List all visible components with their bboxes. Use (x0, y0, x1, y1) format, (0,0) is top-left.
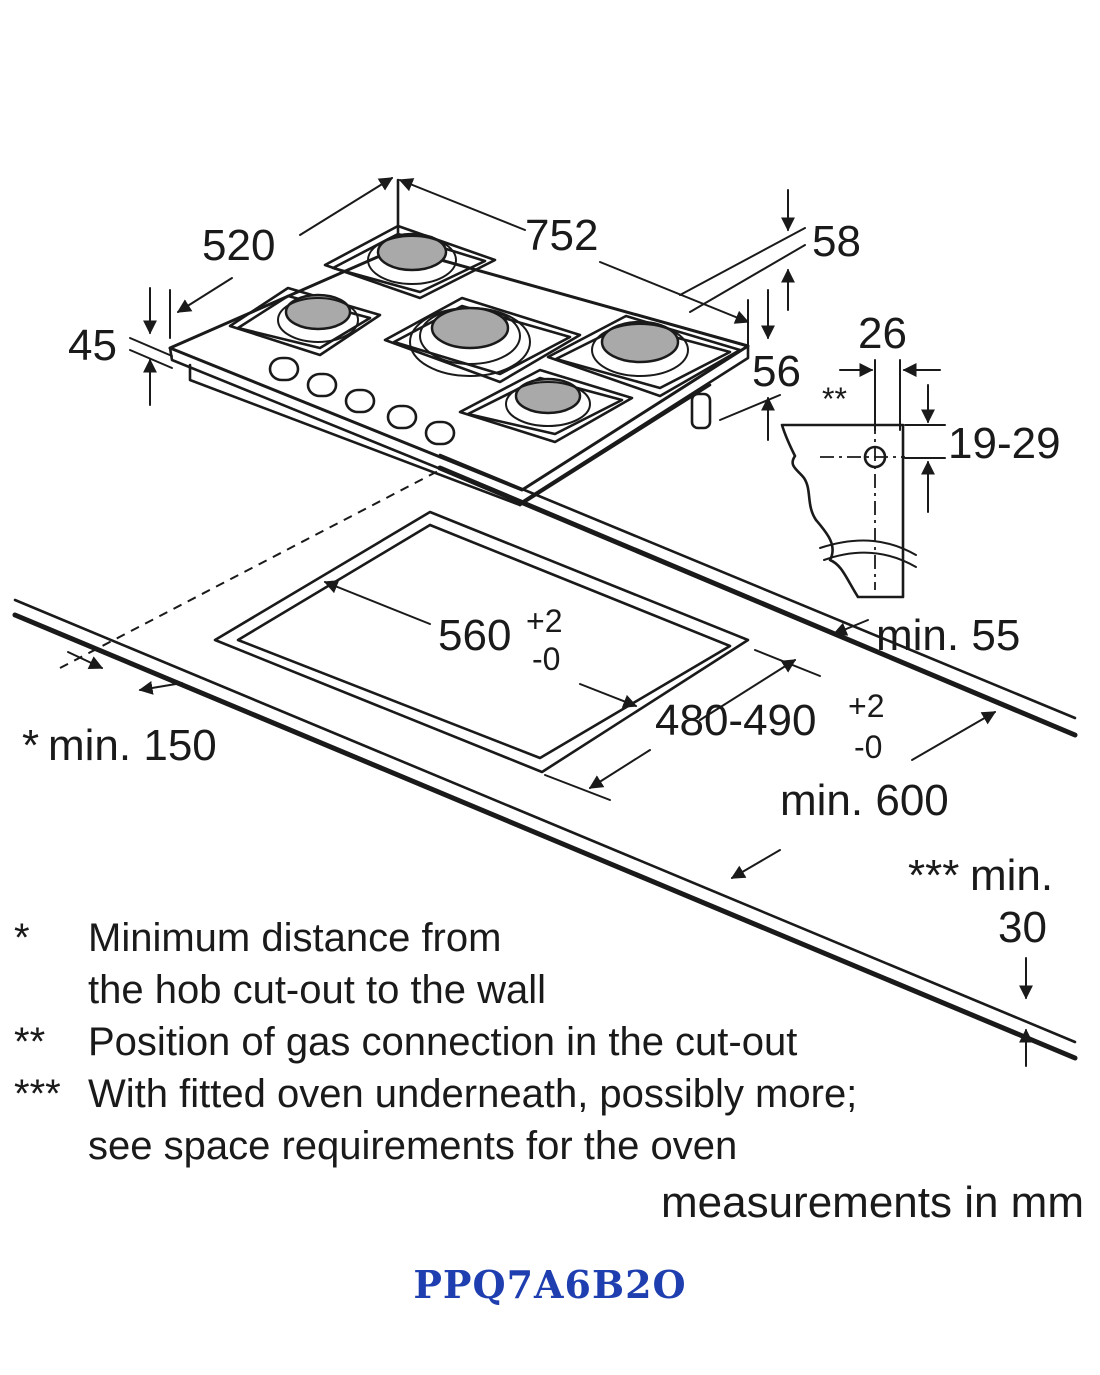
footnote-1: * Minimum distance from the hob cut-out … (14, 912, 1094, 1016)
dim-min30-label-a: min. (970, 851, 1053, 900)
footnote-3-line-2: see space requirements for the oven (88, 1124, 738, 1168)
burner-centre-wok (430, 306, 510, 350)
footnote-2-line-1: Position of gas connection in the cut-ou… (88, 1020, 798, 1064)
dim-480-490-label: 480-490 (655, 696, 816, 745)
dim-560-label: 560 (438, 611, 511, 660)
footnotes: * Minimum distance from the hob cut-out … (14, 912, 1094, 1172)
burner-front-right (514, 377, 582, 415)
dim-min30-label-b: 30 (998, 903, 1047, 952)
knob-3 (344, 388, 376, 414)
control-knobs (268, 356, 456, 446)
dim-19-29-label: 19-29 (948, 419, 1061, 468)
footnote-2-mark: ** (14, 1020, 46, 1064)
dim-560-tol-minus: -0 (532, 641, 560, 677)
gas-hob (168, 178, 750, 507)
dim-560-tol-plus: +2 (526, 603, 562, 639)
gas-connection-mark: ** (822, 381, 847, 417)
dim-26-label: 26 (858, 309, 907, 358)
units-label: measurements in mm (660, 1178, 1084, 1227)
dim-520-label: 520 (202, 221, 275, 270)
burners (277, 232, 689, 427)
knob-2 (306, 372, 338, 398)
dim-480-tol-minus: -0 (854, 729, 882, 765)
dim-min55-label: min. 55 (876, 611, 1020, 660)
knob-5 (424, 420, 456, 446)
hob-dimension-lines (129, 177, 806, 441)
model-number: PPQ7A6B2O (413, 1262, 687, 1307)
pan-supports (228, 224, 742, 444)
dim-min150-label: min. 150 (48, 721, 217, 770)
dim-480-tol-plus: +2 (848, 688, 884, 724)
dim-752-label: 752 (525, 211, 598, 260)
dim-58-label: 58 (812, 217, 861, 266)
footnote-1-line-2: the hob cut-out to the wall (88, 968, 547, 1012)
dimension-labels: 520 752 58 45 56 26 ** 19-29 min. 55 560… (22, 211, 1061, 952)
footnote-2: ** Position of gas connection in the cut… (14, 1016, 1094, 1068)
gas-connection-detail (780, 359, 946, 599)
footnote-3-mark: *** (14, 1072, 61, 1116)
hob-installation-drawing: 520 752 58 45 56 26 ** 19-29 min. 55 560… (12, 177, 1078, 1067)
gas-connector (690, 392, 712, 430)
knob-1 (268, 356, 300, 382)
knob-4 (386, 404, 418, 430)
burner-front-left (284, 293, 352, 331)
footnote-3: *** With fitted oven underneath, possibl… (14, 1068, 1094, 1172)
hob-cutout (59, 469, 750, 774)
footnote-1-line-1: Minimum distance from (88, 916, 502, 960)
dim-min150-mark: * (22, 721, 39, 770)
worktop (12, 453, 1078, 1061)
footnote-1-mark: * (14, 916, 30, 960)
dim-56-label: 56 (752, 347, 801, 396)
dim-min30-mark: *** (908, 851, 959, 900)
dim-min600-label: min. 600 (780, 776, 949, 825)
cutout-dimension-lines (67, 580, 1033, 1067)
burner-rear-left (376, 232, 448, 272)
dim-45-label: 45 (68, 321, 117, 370)
footnote-3-line-1: With fitted oven underneath, possibly mo… (88, 1072, 858, 1116)
burner-rear-right (600, 320, 680, 364)
